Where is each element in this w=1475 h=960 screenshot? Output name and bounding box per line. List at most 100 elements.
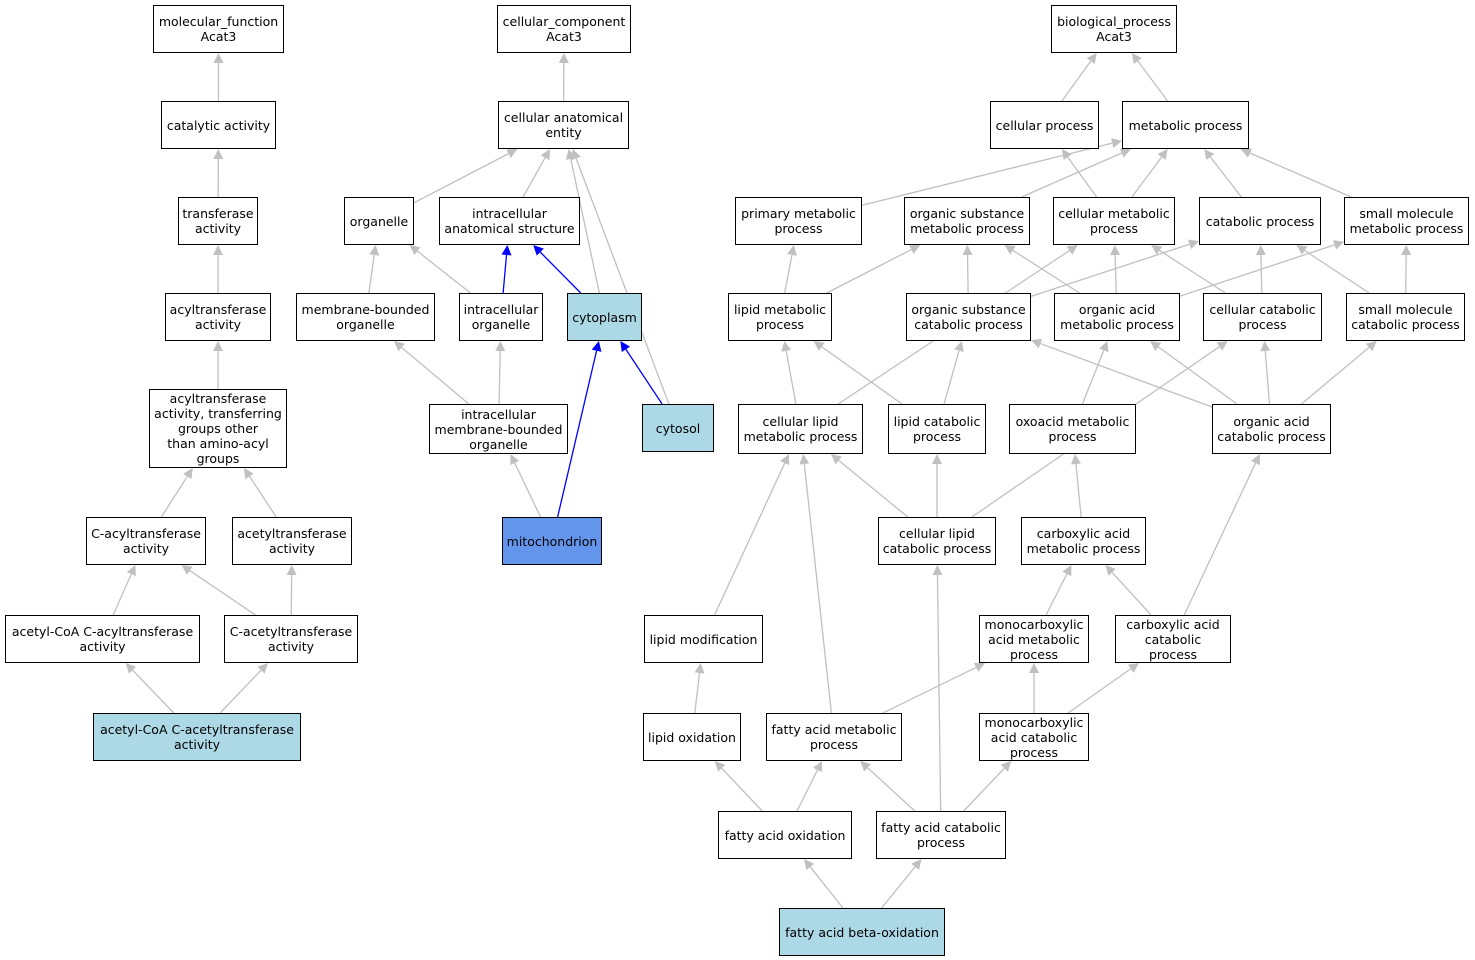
arrowhead-lox-to-lmod [694,663,705,674]
edge-facp-to-clcp [936,574,942,812]
go-term-node-smcp[interactable]: small molecule catabolic process [1346,293,1465,341]
go-term-node-fao[interactable]: fatty acid oxidation [718,811,852,859]
edge-ias-to-cae [522,157,546,198]
arrowhead-mcacp-to-mcamp [1029,663,1039,673]
arrowhead-cyto-to-ias [533,245,544,256]
go-term-node-lcp[interactable]: lipid catabolic process [888,404,986,454]
go-term-node-cp[interactable]: cellular process [990,101,1099,149]
go-term-node-catp[interactable]: catabolic process [1199,197,1321,245]
go-term-node-cyto[interactable]: cytoplasm [567,293,642,341]
go-term-node-acyltr[interactable]: acyltransferase activity [165,293,271,341]
go-term-node-acylother[interactable]: acyltransferase activity, transferring g… [149,389,287,468]
go-term-node-lmp[interactable]: lipid metabolic process [728,293,832,341]
arrowhead-lmp-to-osmp [909,245,921,255]
go-term-node-organelle[interactable]: organelle [344,197,414,245]
go-term-node-camp[interactable]: carboxylic acid metabolic process [1021,517,1146,565]
edge-smmp-to-mp [1249,152,1352,198]
edge-fao-to-lox [721,767,763,812]
go-term-node-smmp[interactable]: small molecule metabolic process [1344,197,1469,245]
arrowhead-acetyltr-to-acylother [243,468,254,480]
go-term-node-io[interactable]: intracellular organelle [459,293,543,341]
arrowhead-acoacetyl-to-acoacyl [125,663,137,674]
arrowhead-cacp-to-oacp [1251,454,1261,466]
arrowhead-ccp-to-cmp [1151,245,1163,255]
go-term-node-famp[interactable]: fatty acid metabolic process [766,713,902,761]
go-term-node-imbo[interactable]: intracellular membrane-bounded organelle [429,404,568,454]
go-term-node-cacp[interactable]: carboxylic acid catabolic process [1115,615,1231,663]
go-term-node-mp[interactable]: metabolic process [1122,101,1249,149]
edge-lcp-to-oscp [943,350,960,405]
edge-mito-to-imbo [514,462,542,518]
arrowhead-mbo-to-organelle [369,245,380,256]
edge-fao-to-famp [796,769,819,812]
go-term-node-oscp[interactable]: organic substance catabolic process [906,293,1031,341]
arrowhead-lcp-to-lmp [813,341,825,351]
edge-ccp-to-catp [1260,254,1263,294]
edge-catp-to-mp [1209,156,1242,198]
arrowhead-io-to-ias [501,245,512,256]
arrowhead-cat-to-mf [213,53,224,63]
go-term-node-ias[interactable]: intracellular anatomical structure [439,197,580,245]
go-term-node-acoacyl[interactable]: acetyl-CoA C-acyltransferase activity [5,615,200,663]
go-term-node-mf[interactable]: molecular_function Acat3 [153,5,284,53]
arrowhead-oacp-to-oscp [1031,338,1043,349]
arrowhead-cytosol-to-cyto [620,341,631,353]
go-term-node-cc[interactable]: cellular_component Acat3 [497,5,631,53]
go-term-node-oxmp[interactable]: oxoacid metabolic process [1009,404,1136,454]
go-term-node-clcp[interactable]: cellular lipid catabolic process [878,517,996,565]
edge-ccp-to-cmp [1159,249,1226,294]
arrowhead-fabo-to-fao [804,859,815,870]
go-term-node-oacp[interactable]: organic acid catabolic process [1212,404,1331,454]
go-term-node-osmp[interactable]: organic substance metabolic process [904,197,1030,245]
go-term-node-oamp[interactable]: organic acid metabolic process [1054,293,1180,341]
arrowhead-clcp-to-lcp [932,454,942,464]
go-term-node-mcacp[interactable]: monocarboxylic acid catabolic process [979,713,1089,761]
edge-fabo-to-fao [809,866,844,909]
go-term-node-cytosol[interactable]: cytosol [642,404,714,452]
edge-mp-to-bp [1137,60,1169,102]
edge-facp-to-mcacp [963,767,1005,812]
edge-cmp-to-cp [1067,156,1098,198]
go-term-node-trans[interactable]: transferase activity [178,197,258,245]
go-term-node-mcamp[interactable]: monocarboxylic acid metabolic process [979,615,1089,663]
edge-cmp-to-mp [1131,156,1163,198]
arrowhead-lmod-to-clmp [780,454,790,466]
edge-oscp-to-catp [1030,243,1190,298]
arrowhead-cacp-to-camp [1105,565,1116,576]
go-term-node-mbo[interactable]: membrane-bounded organelle [296,293,435,341]
go-term-node-cacetyl[interactable]: C-acetyltransferase activity [224,615,358,663]
arrowhead-io-to-organelle [409,245,421,256]
edge-acetyltr-to-acylother [248,475,277,518]
edge-facp-to-famp [867,767,916,812]
go-term-node-facp[interactable]: fatty acid catabolic process [876,811,1006,859]
edge-imbo-to-mbo [401,346,470,405]
go-term-node-pmp[interactable]: primary metabolic process [735,197,862,245]
edge-smcp-to-catp [1304,249,1370,294]
go-term-node-mito[interactable]: mitochondrion [502,517,602,565]
go-term-node-bp[interactable]: biological_process Acat3 [1051,5,1177,53]
arrowhead-fao-to-famp [813,761,822,773]
edge-cacyl-to-acylother [160,476,188,518]
go-term-node-cat[interactable]: catalytic activity [161,101,276,149]
go-term-node-lmod[interactable]: lipid modification [644,615,763,663]
go-term-node-lox[interactable]: lipid oxidation [643,713,741,761]
arrowhead-cae-to-cc [558,53,569,64]
arrowhead-fabo-to-facp [911,859,922,870]
go-term-node-clmp[interactable]: cellular lipid metabolic process [738,404,863,454]
edge-oacp-to-smcp [1300,346,1370,405]
go-term-node-cae[interactable]: cellular anatomical entity [498,101,629,149]
go-term-node-acoacetyl[interactable]: acetyl-CoA C-acetyltransferase activity [93,713,301,761]
arrowhead-clmp-to-lmp [781,341,792,352]
go-term-node-acetyltr[interactable]: acetyltransferase activity [232,517,352,565]
go-term-node-cacyl[interactable]: C-acyltransferase activity [86,517,206,565]
arrowhead-cacetyl-to-acetyltr [286,565,297,576]
go-term-node-cmp[interactable]: cellular metabolic process [1053,197,1175,245]
arrowhead-mcamp-to-camp [1062,565,1072,577]
go-term-node-ccp[interactable]: cellular catabolic process [1203,293,1322,341]
go-term-node-fabo[interactable]: fatty acid beta-oxidation [779,908,945,956]
edge-cp-to-bp [1061,60,1092,102]
arrowhead-facp-to-mcacp [1000,761,1012,772]
arrowhead-oxmp-to-oamp [1099,341,1109,353]
edge-cacetyl-to-cacyl [189,570,256,616]
